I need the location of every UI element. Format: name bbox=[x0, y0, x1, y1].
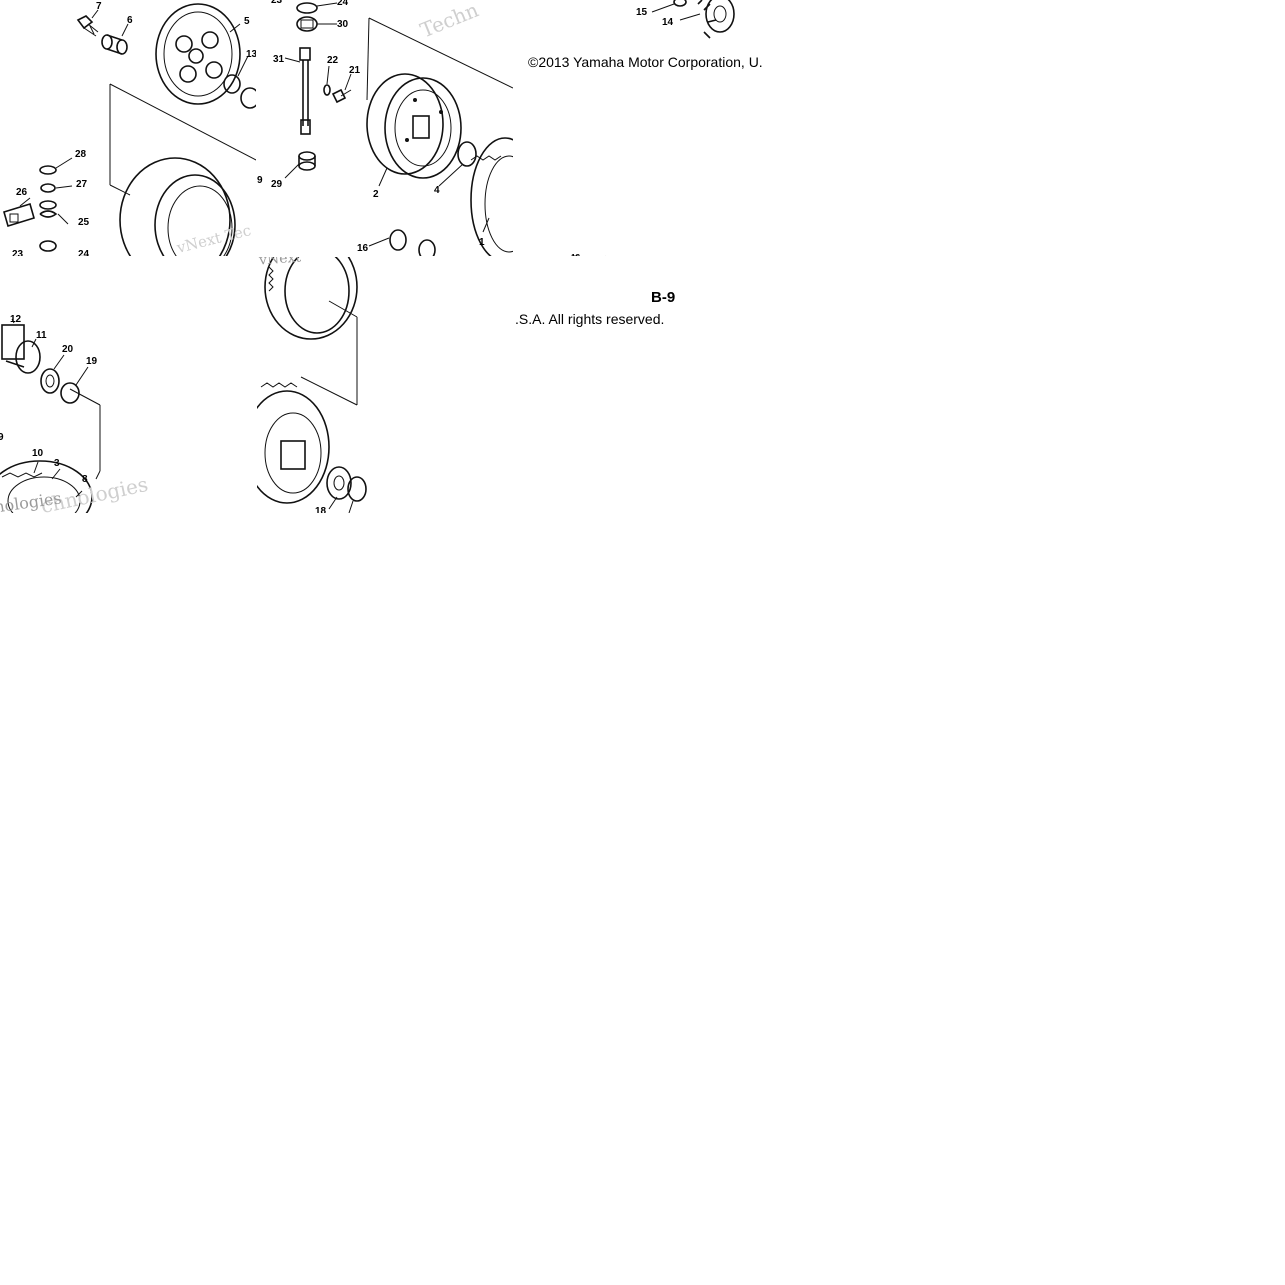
gear-drawing bbox=[572, 0, 735, 256]
shaft-drawing bbox=[0, 318, 101, 513]
bushing-icon bbox=[101, 34, 128, 55]
callout-5: 5 bbox=[244, 16, 250, 27]
callout-9: 9 bbox=[257, 175, 263, 186]
callout-16: 16 bbox=[357, 243, 369, 254]
housing-icon bbox=[0, 460, 93, 513]
lock-washer-icon bbox=[60, 382, 80, 404]
callout-8: 8 bbox=[82, 474, 88, 485]
callout-24: 24 bbox=[78, 249, 90, 257]
callout-21: 21 bbox=[349, 65, 361, 76]
pressure-plate-icon bbox=[155, 3, 241, 105]
callout-13: 13 bbox=[246, 49, 256, 60]
callout-28: 28 bbox=[75, 149, 87, 160]
callout-18: 18 bbox=[571, 253, 580, 256]
push-rod-end-icon bbox=[298, 151, 316, 171]
circlip-icon bbox=[39, 165, 57, 175]
washer-icon bbox=[40, 368, 60, 394]
callout-22: 22 bbox=[327, 55, 339, 66]
callout-24: 24 bbox=[337, 0, 349, 8]
page-id: B-9 bbox=[651, 289, 676, 306]
bearing-icon bbox=[296, 16, 318, 32]
washer-icon bbox=[673, 0, 687, 7]
callout-23: 23 bbox=[271, 0, 283, 6]
callout-15: 15 bbox=[636, 7, 648, 18]
copyright-text-line1: ©2013 Yamaha Motor Corporation, U. bbox=[528, 54, 763, 70]
push-rod-icon bbox=[299, 47, 311, 135]
bolt-icon bbox=[331, 88, 352, 104]
diagram-tile-plates: vNext 18 bbox=[257, 257, 513, 513]
friction-plate-icon bbox=[119, 157, 236, 256]
diagram-tile-pressure-plate: vNext Tec 7 6 5 13 28 27 26 25 23 24 bbox=[0, 0, 256, 256]
shaft-icon bbox=[1, 324, 41, 374]
bolt-icon bbox=[76, 15, 99, 37]
callout-9: 9 bbox=[0, 432, 4, 443]
callout-7: 7 bbox=[96, 1, 102, 12]
washer-icon bbox=[418, 239, 436, 256]
washer-icon bbox=[323, 84, 331, 96]
primary-gear-icon bbox=[257, 382, 330, 504]
thrust-washer-icon bbox=[389, 229, 407, 251]
gear-icon bbox=[697, 0, 735, 39]
shift-lever-icon bbox=[3, 202, 35, 228]
callout-26: 26 bbox=[16, 187, 28, 198]
copyright-text-line2: .S.A. All rights reserved. bbox=[515, 311, 665, 327]
callout-31: 31 bbox=[273, 54, 285, 65]
callout-10: 10 bbox=[32, 448, 44, 459]
callout-23: 23 bbox=[12, 249, 24, 257]
oil-seal-icon bbox=[296, 2, 318, 14]
callout-6: 6 bbox=[127, 15, 133, 26]
callout-12: 12 bbox=[10, 314, 22, 325]
thrust-washer-icon bbox=[326, 466, 352, 500]
callout-3: 3 bbox=[54, 458, 60, 469]
callout-14: 14 bbox=[662, 17, 674, 28]
callout-1: 1 bbox=[479, 237, 485, 248]
callout-19: 19 bbox=[86, 356, 98, 367]
clutch-boss-drawing bbox=[284, 2, 513, 256]
diagram-tile-gear: 15 14 18 17 bbox=[514, 0, 770, 256]
lock-washer-icon bbox=[457, 141, 477, 167]
callout-27: 27 bbox=[76, 179, 88, 190]
diagram-tile-clutch-boss: Techn 23 24 30 31 22 21 29 2 4 16 1 9 bbox=[257, 0, 513, 256]
callout-4: 4 bbox=[434, 185, 440, 196]
callout-11: 11 bbox=[36, 330, 47, 341]
friction-plate-icon bbox=[264, 257, 358, 340]
plates-drawing bbox=[257, 257, 367, 513]
washer-icon bbox=[347, 476, 367, 502]
callout-18: 18 bbox=[315, 506, 327, 514]
washer-small-icon bbox=[40, 183, 56, 193]
callout-30: 30 bbox=[337, 19, 349, 30]
diagram-tile-shaft: chnologies nologies 12 11 20 19 9 10 3 8 bbox=[0, 257, 256, 513]
spring-icon bbox=[39, 200, 58, 252]
clutch-housing-icon bbox=[470, 137, 513, 256]
callout-2: 2 bbox=[373, 189, 379, 200]
bearing-icon bbox=[240, 87, 256, 109]
callout-25: 25 bbox=[78, 217, 90, 228]
clutch-boss-icon bbox=[366, 73, 462, 179]
callout-20: 20 bbox=[62, 344, 74, 355]
pressure-plate-drawing bbox=[3, 3, 256, 256]
callout-29: 29 bbox=[271, 179, 283, 190]
washer-icon bbox=[223, 74, 241, 94]
